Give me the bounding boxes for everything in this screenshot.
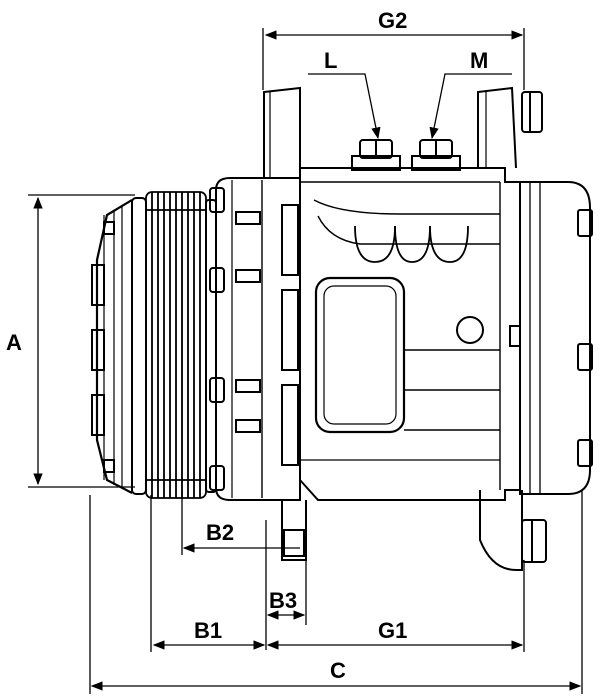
label-c: C bbox=[330, 658, 346, 683]
bottom-stud bbox=[521, 519, 547, 563]
label-l: L bbox=[324, 48, 337, 73]
rear-head bbox=[519, 91, 593, 563]
label-g1: G1 bbox=[378, 618, 407, 643]
compressor-body bbox=[299, 86, 523, 571]
dimension-labels: G2 L M A B2 B3 B1 G1 C bbox=[6, 8, 488, 683]
l-port-fitting bbox=[351, 139, 401, 171]
top-stud bbox=[521, 91, 543, 133]
m-port-fitting bbox=[411, 139, 461, 171]
label-b3: B3 bbox=[269, 588, 297, 613]
label-b2: B2 bbox=[206, 520, 234, 545]
label-g2: G2 bbox=[378, 8, 407, 33]
front-housing bbox=[209, 86, 307, 561]
l-leader-line bbox=[308, 73, 381, 140]
dimension-lines bbox=[28, 28, 583, 694]
pulley-grooves bbox=[145, 191, 207, 499]
body-window bbox=[314, 276, 406, 434]
label-a: A bbox=[6, 330, 22, 355]
clutch-pulley bbox=[91, 191, 217, 499]
m-leader-line bbox=[429, 73, 512, 140]
label-m: M bbox=[470, 48, 488, 73]
label-b1: B1 bbox=[194, 618, 222, 643]
